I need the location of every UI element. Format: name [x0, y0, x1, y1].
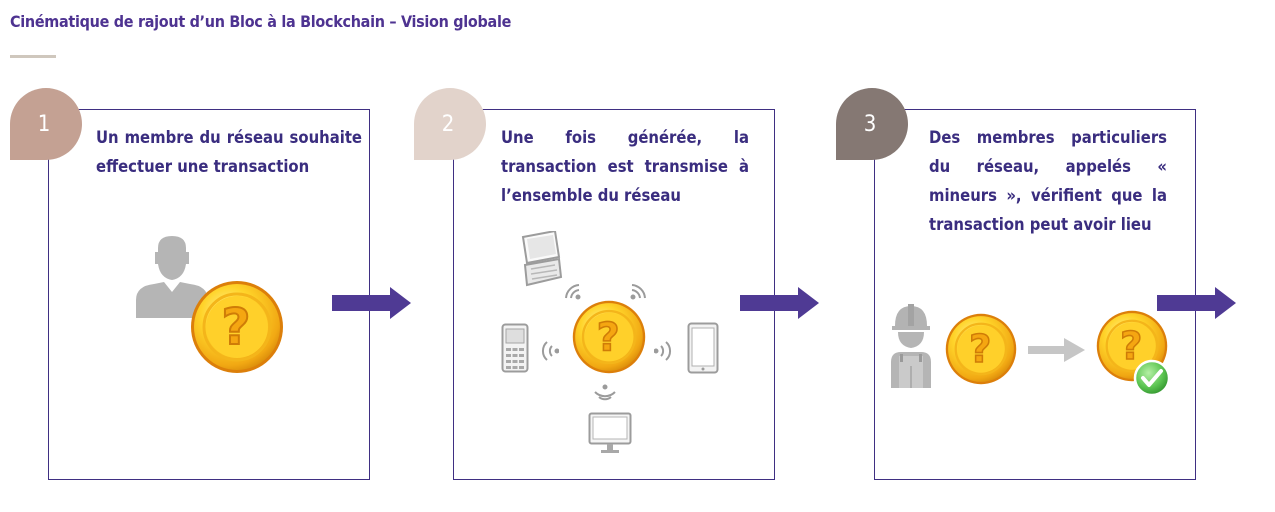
coin-question-icon: [190, 280, 284, 374]
page-title: Cinématique de rajout d’un Bloc à la Blo…: [10, 12, 512, 31]
user-silhouette-icon: [136, 234, 216, 324]
step-badge-1: 1: [10, 88, 82, 160]
tablet-icon: [687, 322, 719, 374]
wifi-signal-icon: [628, 282, 648, 302]
wifi-signal-icon: [654, 340, 674, 362]
laptop-icon: [519, 231, 563, 289]
flow-arrow-2: [740, 287, 820, 319]
step-text-3: Des membres particuliers du réseau, appe…: [929, 128, 1167, 234]
step-badge-3: 3: [836, 88, 908, 160]
step-text-1: Un membre du réseau souhaite effectuer u…: [96, 128, 362, 176]
check-icon: [1133, 359, 1171, 397]
wifi-signal-icon: [593, 384, 617, 406]
step-badge-2: 2: [414, 88, 486, 160]
miner-worker-icon: [889, 302, 933, 392]
coin-question-icon: [945, 313, 1017, 385]
step-card-3: [874, 109, 1196, 480]
flow-arrow-1: [332, 287, 412, 319]
title-underline: [10, 55, 56, 58]
monitor-icon: [588, 412, 632, 454]
mobile-phone-icon: [501, 323, 529, 373]
coin-question-icon: [572, 300, 646, 374]
wifi-signal-icon: [563, 282, 583, 302]
wifi-signal-icon: [539, 340, 559, 362]
flow-arrow-3: [1157, 287, 1237, 319]
step-text-2: Une fois générée, la transaction est tra…: [501, 128, 749, 205]
grey-arrow-icon: [1028, 337, 1086, 363]
